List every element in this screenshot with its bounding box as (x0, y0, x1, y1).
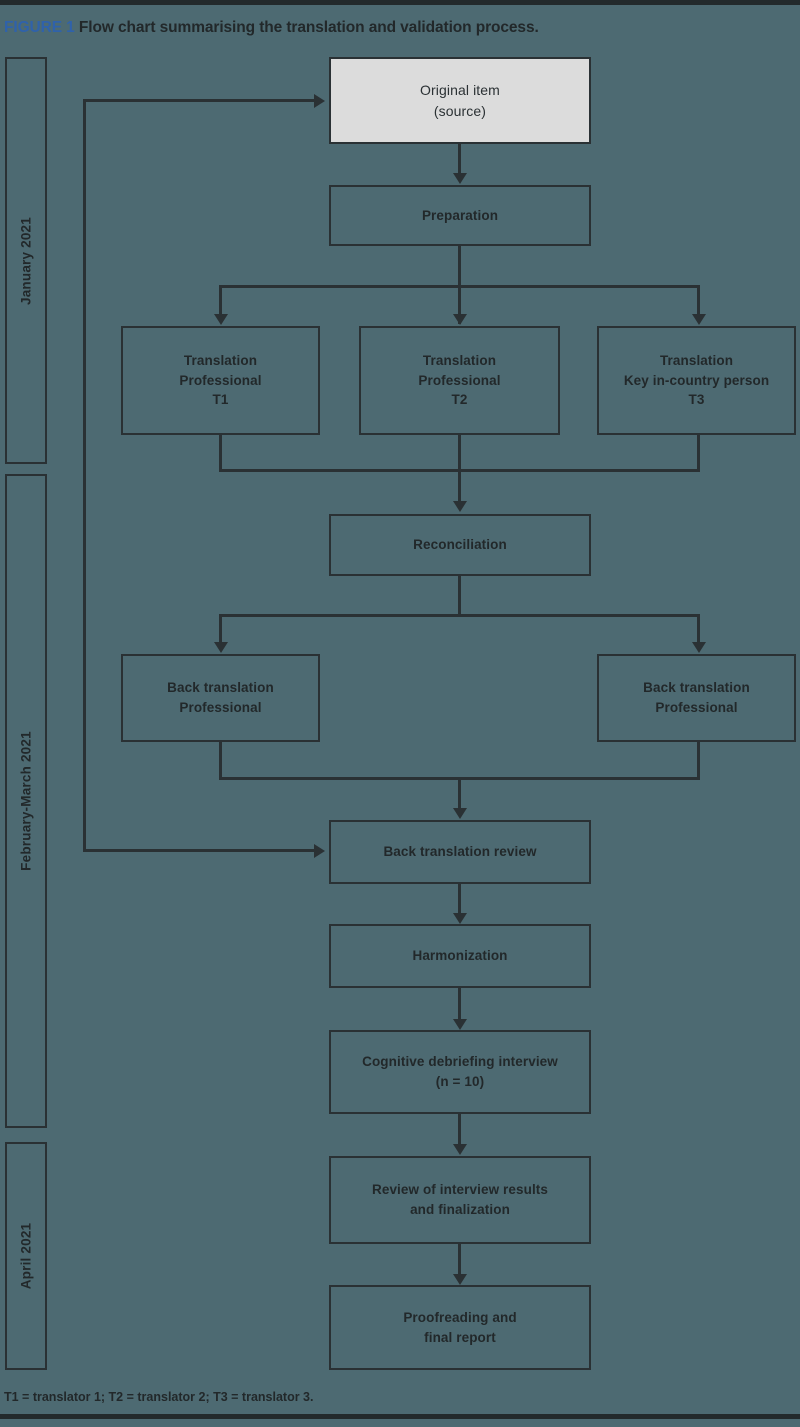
connector-back-left-down (219, 742, 222, 780)
connector-branch-to-t1 (219, 285, 222, 318)
arrowhead-t3 (691, 314, 706, 325)
figure-number-label: FIGURE 1 (4, 19, 75, 36)
arrowhead-preparation (452, 173, 467, 184)
connector-merge-to-reconciliation (458, 435, 461, 503)
node-label: Review of interview results and finaliza… (371, 1182, 548, 1217)
feedback-loop-vertical (83, 99, 86, 852)
node-translation-t2[interactable]: Translation Professional T2 (359, 326, 560, 435)
branch-bus-translations (219, 285, 700, 288)
node-label: Cognitive debriefing interview (n = 10) (362, 1054, 558, 1089)
arrowhead-back-translation-right (691, 642, 706, 653)
node-label: Translation Professional T1 (179, 353, 262, 408)
connector-merge-to-review (458, 777, 461, 811)
arrowhead-t1 (213, 314, 228, 325)
connector-t3-down (697, 435, 700, 472)
node-original-item[interactable]: Original item (source) (329, 57, 591, 144)
connector-branch-to-back-left (219, 614, 222, 646)
node-label: Original item (source) (420, 82, 500, 119)
timeline-period-april: April 2021 (5, 1142, 47, 1370)
figure-caption: FIGURE 1 Flow chart summarising the tran… (4, 19, 539, 37)
arrowhead-back-translation-left (213, 642, 228, 653)
bottom-divider-rule (0, 1414, 800, 1419)
timeline-period-label: January 2021 (18, 216, 34, 305)
node-harmonization[interactable]: Harmonization (329, 924, 591, 988)
node-review-of-interview-results[interactable]: Review of interview results and finaliza… (329, 1156, 591, 1244)
node-preparation[interactable]: Preparation (329, 185, 591, 246)
node-label: Proofreading and final report (403, 1309, 517, 1345)
timeline-period-february-march: February-March 2021 (5, 474, 47, 1128)
timeline-period-label: February-March 2021 (18, 731, 34, 871)
timeline-period-january: January 2021 (5, 57, 47, 464)
connector-debriefing-to-review-results (458, 1114, 461, 1147)
node-proofreading-final-report[interactable]: Proofreading and final report (329, 1285, 591, 1370)
node-back-translation-right[interactable]: Back translation Professional (597, 654, 796, 742)
connector-t1-down (219, 435, 222, 472)
node-label: Translation Professional T2 (418, 353, 501, 408)
connector-original-to-preparation (458, 144, 461, 177)
connector-harmonization-to-debriefing (458, 988, 461, 1022)
top-divider-rule (0, 0, 800, 5)
connector-reconciliation-down (458, 576, 461, 616)
node-translation-t1[interactable]: Translation Professional T1 (121, 326, 320, 435)
arrowhead-review-finalization (452, 1144, 467, 1155)
connector-branch-to-t3 (697, 285, 700, 318)
node-label: Back translation Professional (167, 680, 274, 715)
connector-review-to-harmonization (458, 884, 461, 916)
figure-caption-body: Flow chart summarising the translation a… (78, 19, 539, 36)
arrowhead-t2 (452, 314, 467, 325)
branch-bus-back-translations (219, 614, 700, 617)
arrowhead-back-translation-review (452, 808, 467, 819)
node-cognitive-debriefing-interview[interactable]: Cognitive debriefing interview (n = 10) (329, 1030, 591, 1114)
node-back-translation-left[interactable]: Back translation Professional (121, 654, 320, 742)
arrowhead-proofreading (452, 1274, 467, 1285)
node-label: Preparation (421, 207, 499, 223)
feedback-loop-bottom-horizontal (83, 849, 314, 852)
feedback-loop-top-arrowhead (314, 93, 325, 108)
timeline-period-label: April 2021 (18, 1222, 34, 1290)
arrowhead-reconciliation (452, 501, 467, 512)
figure-footnote: T1 = translator 1; T2 = translator 2; T3… (4, 1390, 314, 1404)
node-label: Reconciliation (413, 537, 507, 553)
node-back-translation-review[interactable]: Back translation review (329, 820, 591, 884)
node-label: Back translation review (383, 844, 537, 860)
node-label: Harmonization (412, 948, 508, 964)
connector-review-results-to-proofreading (458, 1244, 461, 1277)
connector-back-right-down (697, 742, 700, 780)
node-label: Back translation Professional (643, 680, 750, 715)
arrowhead-harmonization (452, 913, 467, 924)
node-translation-t3[interactable]: Translation Key in-country person T3 (597, 326, 796, 435)
connector-branch-to-back-right (697, 614, 700, 646)
node-reconciliation[interactable]: Reconciliation (329, 514, 591, 576)
feedback-loop-top-horizontal (83, 99, 314, 102)
node-label: Translation Key in-country person T3 (623, 353, 770, 408)
feedback-loop-bottom-arrowhead (314, 843, 325, 858)
arrowhead-cognitive-debriefing (452, 1019, 467, 1030)
